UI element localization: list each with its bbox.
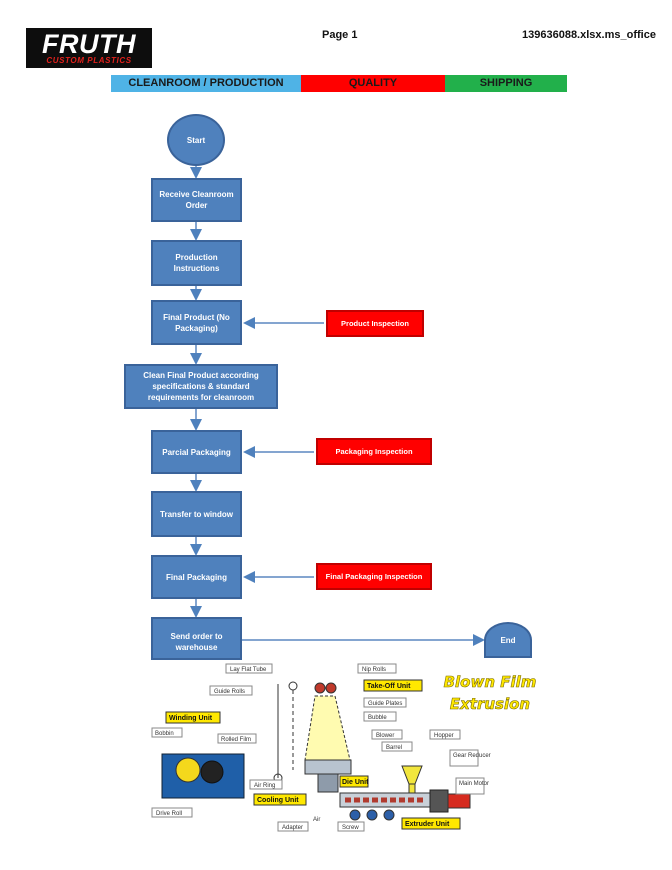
blown-film-diagram: Blown Film Extrusion Lay Flat Tube Nip R… — [151, 663, 537, 832]
label-screw: Screw — [342, 825, 359, 831]
label-take-off-unit: Take-Off Unit — [367, 683, 411, 690]
diagram-title-1: Blown Film — [444, 673, 537, 691]
die-shape — [317, 773, 339, 793]
page-label: Page 1 — [322, 29, 358, 41]
main-motor-shape — [447, 793, 471, 809]
guide-roll-top — [288, 681, 298, 691]
step-production-instructions: Production Instructions — [151, 240, 242, 286]
step-parcial-packaging: Parcial Packaging — [151, 430, 242, 474]
fruth-logo: FRUTH CUSTOM PLASTICS — [26, 28, 152, 68]
heater-3 — [383, 809, 395, 821]
product-inspection: Product Inspection — [326, 310, 424, 337]
bubble-shape — [304, 695, 351, 761]
rolled-film-shape — [175, 757, 201, 783]
label-winding-unit: Winding Unit — [169, 715, 213, 722]
step-clean-final-product: Clean Final Product according specificat… — [124, 364, 278, 409]
label-die-unit: Die Unit — [342, 779, 369, 786]
label-guide-plates: Guide Plates — [368, 701, 402, 707]
end-node: End — [484, 622, 532, 658]
heater-2 — [366, 809, 378, 821]
label-rolled-film: Rolled Film — [221, 737, 251, 743]
final-packaging-inspection: Final Packaging Inspection — [316, 563, 432, 590]
label-main-motor: Main Motor — [459, 781, 489, 787]
label-gear-reducer: Gear Reducer — [453, 753, 491, 759]
nip-roll-left — [314, 682, 326, 694]
band-cleanroom: CLEANROOM / PRODUCTION — [111, 75, 301, 92]
band-quality: QUALITY — [301, 75, 445, 92]
label-nip-rolls: Nip Rolls — [362, 667, 386, 673]
step-final-product: Final Product (No Packaging) — [151, 300, 242, 345]
drive-roll-shape — [200, 760, 224, 784]
label-adapter: Adapter — [282, 825, 303, 831]
label-lay-flat-tube: Lay Flat Tube — [230, 667, 267, 673]
label-blower: Blower — [376, 733, 394, 739]
label-bobbin: Bobbin — [155, 731, 174, 737]
packaging-inspection: Packaging Inspection — [316, 438, 432, 465]
hopper-shape — [401, 765, 423, 785]
label-hopper: Hopper — [434, 733, 454, 739]
flowchart-connectors — [190, 166, 485, 646]
step-final-packaging: Final Packaging — [151, 555, 242, 599]
label-barrel: Barrel — [386, 745, 402, 751]
heater-1 — [349, 809, 361, 821]
label-guide-rolls: Guide Rolls — [214, 689, 245, 695]
label-extruder-unit: Extruder Unit — [405, 821, 450, 828]
label-drive-roll: Drive Roll — [156, 811, 182, 817]
step-transfer-window: Transfer to window — [151, 491, 242, 537]
label-bubble: Bubble — [368, 715, 387, 721]
label-cooling-unit: Cooling Unit — [257, 797, 299, 804]
start-node: Start — [167, 114, 225, 166]
label-air: Air — [313, 817, 320, 823]
gear-reducer-shape — [429, 789, 449, 813]
air-ring-shape — [304, 759, 352, 775]
label-air-ring: Air Ring — [254, 783, 275, 789]
step-send-order: Send order to warehouse — [151, 617, 242, 660]
file-name: 139636088.xlsx.ms_office — [522, 29, 656, 41]
logo-name: FRUTH — [42, 29, 136, 59]
diagram-title-2: Extrusion — [450, 695, 530, 713]
step-receive-order: Receive Cleanroom Order — [151, 178, 242, 222]
band-shipping: SHIPPING — [445, 75, 567, 92]
logo-subtitle: CUSTOM PLASTICS — [46, 56, 132, 65]
nip-roll-right — [325, 682, 337, 694]
